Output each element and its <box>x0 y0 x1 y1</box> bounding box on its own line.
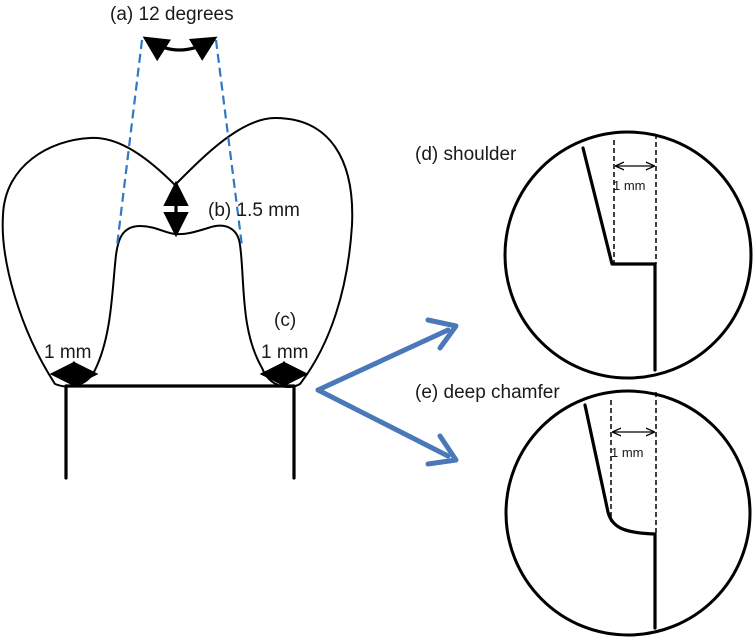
taper-line-left <box>115 39 144 247</box>
chamfer-title: (e) deep chamfer <box>415 382 560 403</box>
margin-width-right-label: 1 mm <box>261 342 309 363</box>
taper-label: (a) 12 degrees <box>110 4 234 25</box>
occlusal-reduction-label: (b) 1.5 mm <box>208 200 300 221</box>
shoulder-title: (d) shoulder <box>415 144 517 165</box>
taper-angle-arrow <box>142 36 218 62</box>
pointer-arrows <box>315 317 459 467</box>
margin-width-left-label: 1 mm <box>44 342 92 363</box>
tooth-root <box>64 384 296 480</box>
shoulder-detail: 1 mm <box>503 130 753 380</box>
chamfer-width-label: 1 mm <box>611 445 644 460</box>
chamfer-detail: 1 mm <box>504 389 752 637</box>
chamfer-detail-circle <box>504 389 752 637</box>
margin-marker-label: (c) <box>274 310 296 331</box>
shoulder-detail-circle <box>503 130 753 380</box>
taper-line-right <box>214 39 244 247</box>
chamfer-profile <box>583 403 657 630</box>
shoulder-profile <box>581 146 657 372</box>
shoulder-width-label: 1 mm <box>613 178 646 193</box>
